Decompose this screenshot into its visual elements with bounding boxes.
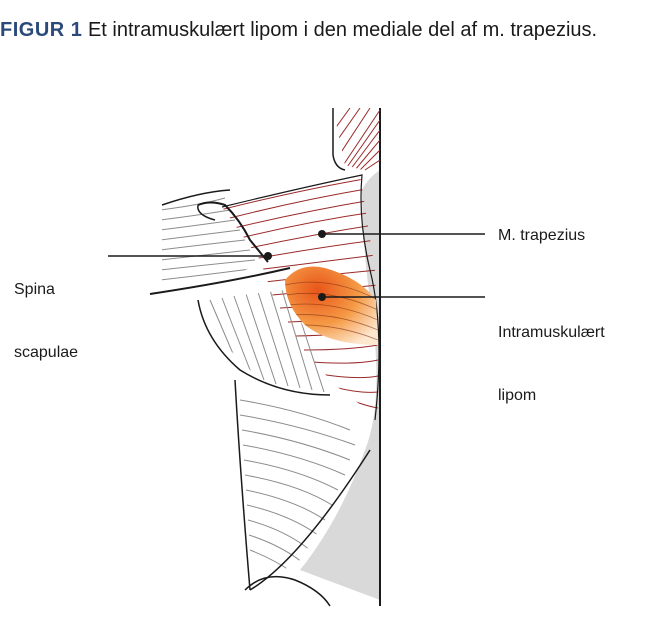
- scapula-muscle-lines: [209, 290, 325, 393]
- midline-strip: [300, 170, 380, 600]
- latissimus-muscle-lines: [239, 399, 356, 573]
- label-lipom: Intramuskulært lipom: [498, 280, 605, 427]
- figure-caption-text: Et intramuskulært lipom i den mediale de…: [87, 19, 598, 41]
- spina-scapulae: [149, 201, 291, 295]
- lipoma-fiber-lines: [285, 281, 378, 341]
- shoulder-muscle-lines: [159, 197, 259, 281]
- point-trapezius: [318, 230, 326, 238]
- label-lipom-line1: Intramuskulært: [498, 324, 605, 341]
- point-spina: [264, 252, 272, 260]
- label-spina-line1: Spina: [14, 281, 55, 298]
- figure-caption: FIGUR 1 Et intramuskulært lipom i den me…: [0, 16, 600, 44]
- label-spina-line2: scapulae: [14, 344, 79, 361]
- point-lipom: [318, 293, 326, 301]
- figure-label: FIGUR 1: [0, 19, 83, 41]
- neck-muscle-lines: [333, 108, 380, 171]
- label-lipom-line2: lipom: [498, 387, 537, 404]
- label-spina-scapulae: Spina scapulae: [14, 237, 78, 384]
- label-trapezius: M. trapezius: [498, 227, 586, 244]
